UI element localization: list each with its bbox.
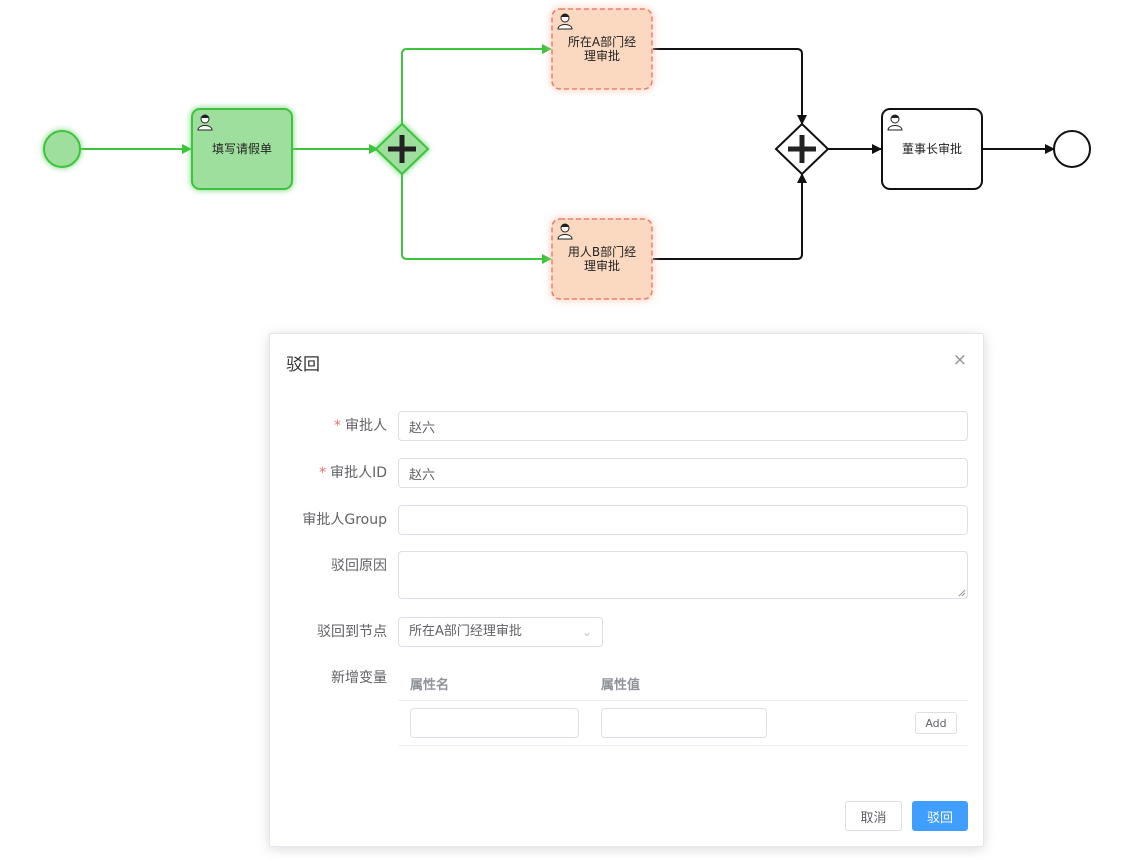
variable-name-input[interactable] bbox=[410, 708, 579, 738]
required-mark: * bbox=[319, 465, 327, 481]
flow-task-b-to-join bbox=[653, 173, 807, 260]
reject-dialog: 驳回 × *审批人 *审批人ID 审批人Group 驳回原因 驳回到节点 所在A… bbox=[269, 333, 984, 847]
task-b-label-line1: 用人B部门经 bbox=[568, 244, 636, 259]
variables-label: 新增变量 bbox=[331, 670, 387, 686]
required-mark: * bbox=[334, 418, 341, 434]
dialog-title: 驳回 bbox=[286, 355, 320, 375]
task-chairman-approval[interactable]: 董事长审批 bbox=[881, 108, 983, 190]
add-variable-button[interactable]: Add bbox=[915, 712, 957, 734]
process-diagram: 填写请假单 所在A部门经 理审批 用人B部门经 理审批 董事长审批 bbox=[43, 8, 1091, 300]
approver-id-label: *审批人ID bbox=[207, 458, 387, 488]
task-a-label-line1: 所在A部门经 bbox=[568, 34, 636, 49]
approver-id-input[interactable] bbox=[398, 458, 968, 488]
parallel-gateway-split[interactable] bbox=[374, 122, 430, 176]
plus-icon bbox=[788, 135, 816, 163]
column-header-name: 属性名 bbox=[410, 678, 450, 693]
variable-value-input[interactable] bbox=[601, 708, 767, 738]
resize-handle-icon[interactable] bbox=[958, 589, 966, 597]
parallel-gateway-join[interactable] bbox=[774, 122, 830, 176]
approver-label: *审批人 bbox=[207, 411, 387, 441]
start-event[interactable] bbox=[43, 130, 81, 168]
flow-gateway-to-task-b bbox=[401, 173, 552, 264]
confirm-reject-button[interactable]: 驳回 bbox=[912, 801, 968, 831]
close-icon[interactable]: × bbox=[952, 350, 967, 370]
target-node-value: 所在A部门经理审批 bbox=[409, 624, 522, 639]
target-node-label: 驳回到节点 bbox=[317, 624, 387, 640]
task-chairman-label: 董事长审批 bbox=[902, 141, 962, 156]
task-fill-form-label: 填写请假单 bbox=[212, 142, 272, 156]
approver-group-label: 审批人Group bbox=[302, 512, 387, 528]
reason-textarea[interactable] bbox=[398, 551, 968, 599]
task-dept-a-approval[interactable]: 所在A部门经 理审批 bbox=[551, 8, 653, 90]
task-a-label-line2: 理审批 bbox=[584, 48, 620, 63]
table-divider bbox=[398, 700, 968, 701]
target-node-select[interactable]: 所在A部门经理审批 ⌄ bbox=[398, 617, 603, 647]
task-dept-b-approval[interactable]: 用人B部门经 理审批 bbox=[551, 218, 653, 300]
column-header-value: 属性值 bbox=[601, 678, 641, 693]
task-fill-form[interactable]: 填写请假单 bbox=[191, 108, 293, 190]
approver-group-input[interactable] bbox=[398, 505, 968, 535]
reason-label: 驳回原因 bbox=[331, 558, 387, 574]
cancel-button[interactable]: 取消 bbox=[845, 801, 902, 831]
approver-id-label-text: 审批人ID bbox=[330, 465, 387, 481]
plus-icon bbox=[388, 135, 416, 163]
chevron-down-icon: ⌄ bbox=[581, 625, 592, 639]
approver-label-text: 审批人 bbox=[345, 418, 387, 434]
end-event[interactable] bbox=[1053, 130, 1091, 168]
table-divider bbox=[398, 745, 968, 746]
approver-input[interactable] bbox=[398, 411, 968, 441]
task-b-label-line2: 理审批 bbox=[584, 258, 620, 273]
flow-task-a-to-join bbox=[653, 48, 807, 125]
flow-gateway-to-task-a bbox=[401, 44, 552, 125]
